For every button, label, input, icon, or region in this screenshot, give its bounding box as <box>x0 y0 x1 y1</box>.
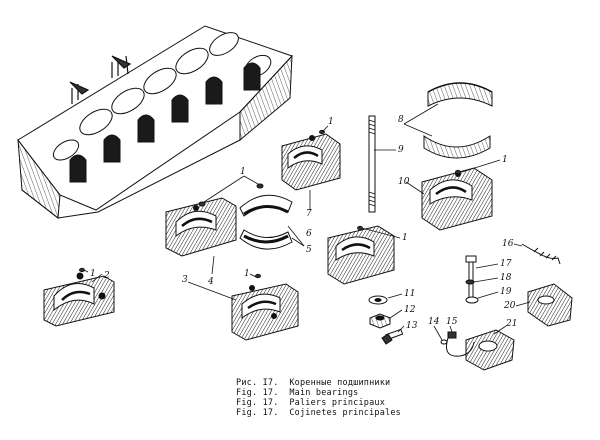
bearing-cap-4 <box>165 197 237 257</box>
callout-2: 2 <box>103 271 110 281</box>
callout-labels: 1 1 2 3 4 5 6 7 1 1 1 8 9 1 10 11 12 13 … <box>90 115 517 331</box>
callout-1: 1 <box>328 117 334 127</box>
caption-prefix: Fig. 17. <box>236 388 279 398</box>
callout-21: 21 <box>505 319 517 329</box>
part-15 <box>447 331 457 339</box>
callout-13: 13 <box>406 321 418 331</box>
callout-14: 14 <box>428 317 440 327</box>
bearing-cap-mid <box>327 225 395 285</box>
callout-7: 7 <box>306 209 312 219</box>
callout-1: 1 <box>244 269 250 279</box>
engine-block <box>17 25 293 219</box>
washer-11 <box>368 295 388 305</box>
caption-prefix: Fig. 17. <box>236 398 279 408</box>
bolt-13 <box>381 328 404 345</box>
callout-11: 11 <box>404 289 415 299</box>
callout-17: 17 <box>500 259 512 269</box>
part-14 <box>440 339 448 345</box>
bearing-shells-8 <box>423 82 493 159</box>
bolt-17 <box>465 255 477 301</box>
callout-5: 5 <box>306 245 312 255</box>
nut-12 <box>369 313 391 329</box>
caption-line-en: Fig. 17. Main bearings <box>236 388 358 398</box>
caption-line-ru: Рис. I7. Коренные подшипники <box>236 378 390 388</box>
leader-lines <box>83 103 531 341</box>
callout-1: 1 <box>240 167 246 177</box>
stud-9 <box>368 115 376 213</box>
callout-6: 6 <box>306 229 312 239</box>
bearing-cap-2 <box>43 272 115 327</box>
caption-text: Paliers principaux <box>289 398 386 408</box>
caption-text: Cojinetes principales <box>289 408 401 418</box>
callout-19: 19 <box>500 287 512 297</box>
callout-4: 4 <box>207 277 214 287</box>
part-18 <box>465 279 475 285</box>
callout-1: 1 <box>402 233 408 243</box>
bearing-cap-3 <box>231 283 299 341</box>
caption-prefix: Fig. 17. <box>236 408 279 418</box>
callout-9: 9 <box>398 145 404 155</box>
callout-20: 20 <box>503 301 516 311</box>
bearing-shells-6 <box>239 194 293 250</box>
caption-text: Main bearings <box>289 388 359 398</box>
spring-16 <box>521 243 561 265</box>
caption-text: Коренные подшипники <box>289 378 391 388</box>
callout-15: 15 <box>446 317 458 327</box>
bracket-21 <box>465 329 515 371</box>
caption-prefix: Рис. I7. <box>236 378 279 388</box>
block-studs <box>69 55 132 104</box>
bracket-20 <box>527 283 573 327</box>
caption-line-fr: Fig. 17. Paliers principaux <box>236 398 385 408</box>
callout-18: 18 <box>500 273 512 283</box>
callout-12: 12 <box>404 305 416 315</box>
part-19 <box>465 296 479 304</box>
callout-8: 8 <box>398 115 404 125</box>
bearing-cap-7 <box>281 133 341 191</box>
callout-3: 3 <box>182 275 188 285</box>
bearing-cap-10 <box>421 167 493 231</box>
callout-1: 1 <box>90 269 96 279</box>
callout-16: 16 <box>502 239 514 249</box>
callout-10: 10 <box>398 177 410 187</box>
caption-line-es: Fig. 17. Cojinetes principales <box>236 408 401 418</box>
bearing-saddles <box>69 62 261 183</box>
callout-1: 1 <box>502 155 508 165</box>
